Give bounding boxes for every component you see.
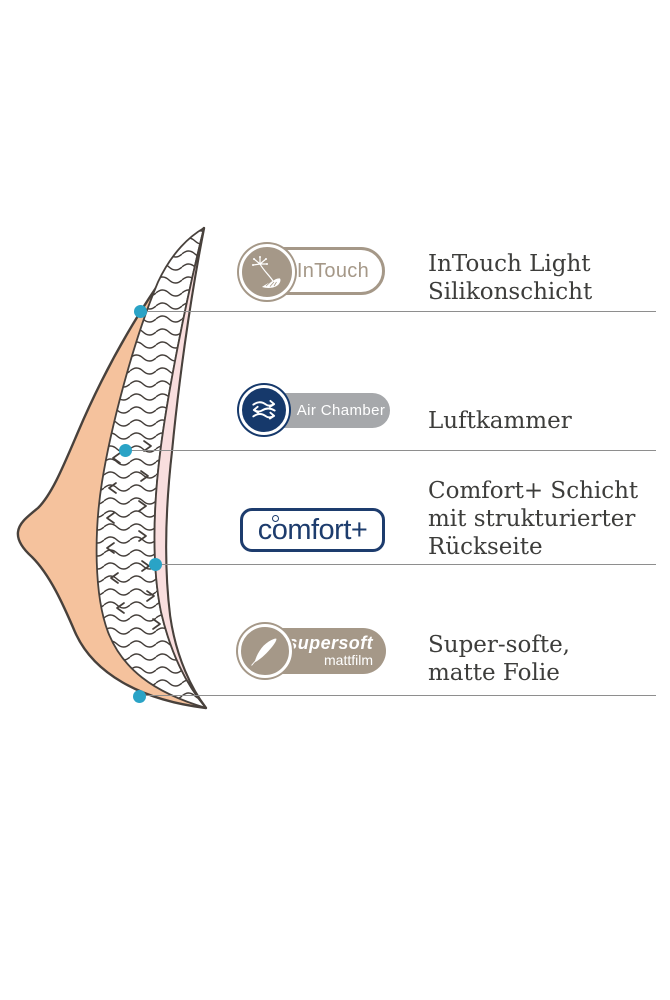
air-waves-icon [239, 385, 289, 435]
description-comfort-plus: Comfort+ Schicht mit strukturierter Rück… [428, 477, 638, 561]
description-line: Silikonschicht [428, 279, 593, 305]
layer-marker-dot [133, 690, 146, 703]
description-line: Comfort+ Schicht [428, 478, 639, 504]
air-chamber-badge: Air Chamber [238, 384, 393, 436]
supersoft-badge: supersoft mattfilm [238, 622, 388, 680]
feather-icon [238, 624, 292, 678]
connector-line [155, 564, 656, 565]
dandelion-icon [239, 244, 295, 300]
description-line: Luftkammer [428, 408, 572, 434]
connector-line [140, 311, 656, 312]
breast-form-cross-section-illustration [16, 226, 208, 710]
description-line: matte Folie [428, 660, 560, 686]
layer-marker-dot [119, 444, 132, 457]
supersoft-label: supersoft [287, 633, 373, 653]
layer-marker-dot [149, 558, 162, 571]
mattfilm-label: mattfilm [324, 652, 373, 668]
description-line: mit strukturierter [428, 506, 636, 532]
air-chamber-wave-texture [96, 228, 206, 708]
description-air-chamber: Luftkammer [428, 407, 572, 435]
intouch-label: InTouch [296, 259, 369, 282]
layer-marker-dot [134, 305, 147, 318]
connector-line [125, 450, 656, 451]
intouch-pill: InTouch [244, 247, 385, 295]
comfort-plus-badge: comfort+ [240, 508, 385, 552]
air-flow-arrows [106, 440, 161, 630]
description-line: InTouch Light [428, 251, 591, 277]
air-chamber-label: Air Chamber [296, 402, 386, 419]
connector-line [139, 695, 656, 696]
degree-ring-icon [272, 515, 279, 522]
description-intouch: InTouch Light Silikonschicht [428, 250, 592, 306]
description-line: Rückseite [428, 534, 543, 560]
intouch-badge: InTouch [238, 242, 388, 300]
description-supersoft: Super-softe, matte Folie [428, 631, 570, 687]
description-line: Super-softe, [428, 632, 570, 658]
comfort-back-layer-shape [153, 227, 207, 709]
